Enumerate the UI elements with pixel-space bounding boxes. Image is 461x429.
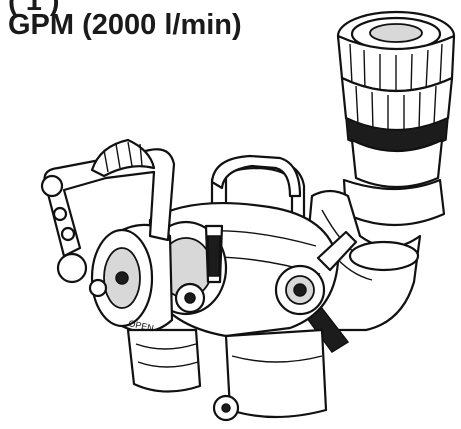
- flow-rate-caption: GPM (2000 l/min): [8, 9, 242, 41]
- left-inlet: OPEN: [56, 223, 202, 393]
- bottom-outlet: [212, 328, 328, 422]
- caption-top-line: ( 1 ): [8, 0, 60, 17]
- bail-handle: [210, 154, 302, 198]
- nozzle-tip: [336, 10, 456, 227]
- carry-handle: [40, 138, 176, 258]
